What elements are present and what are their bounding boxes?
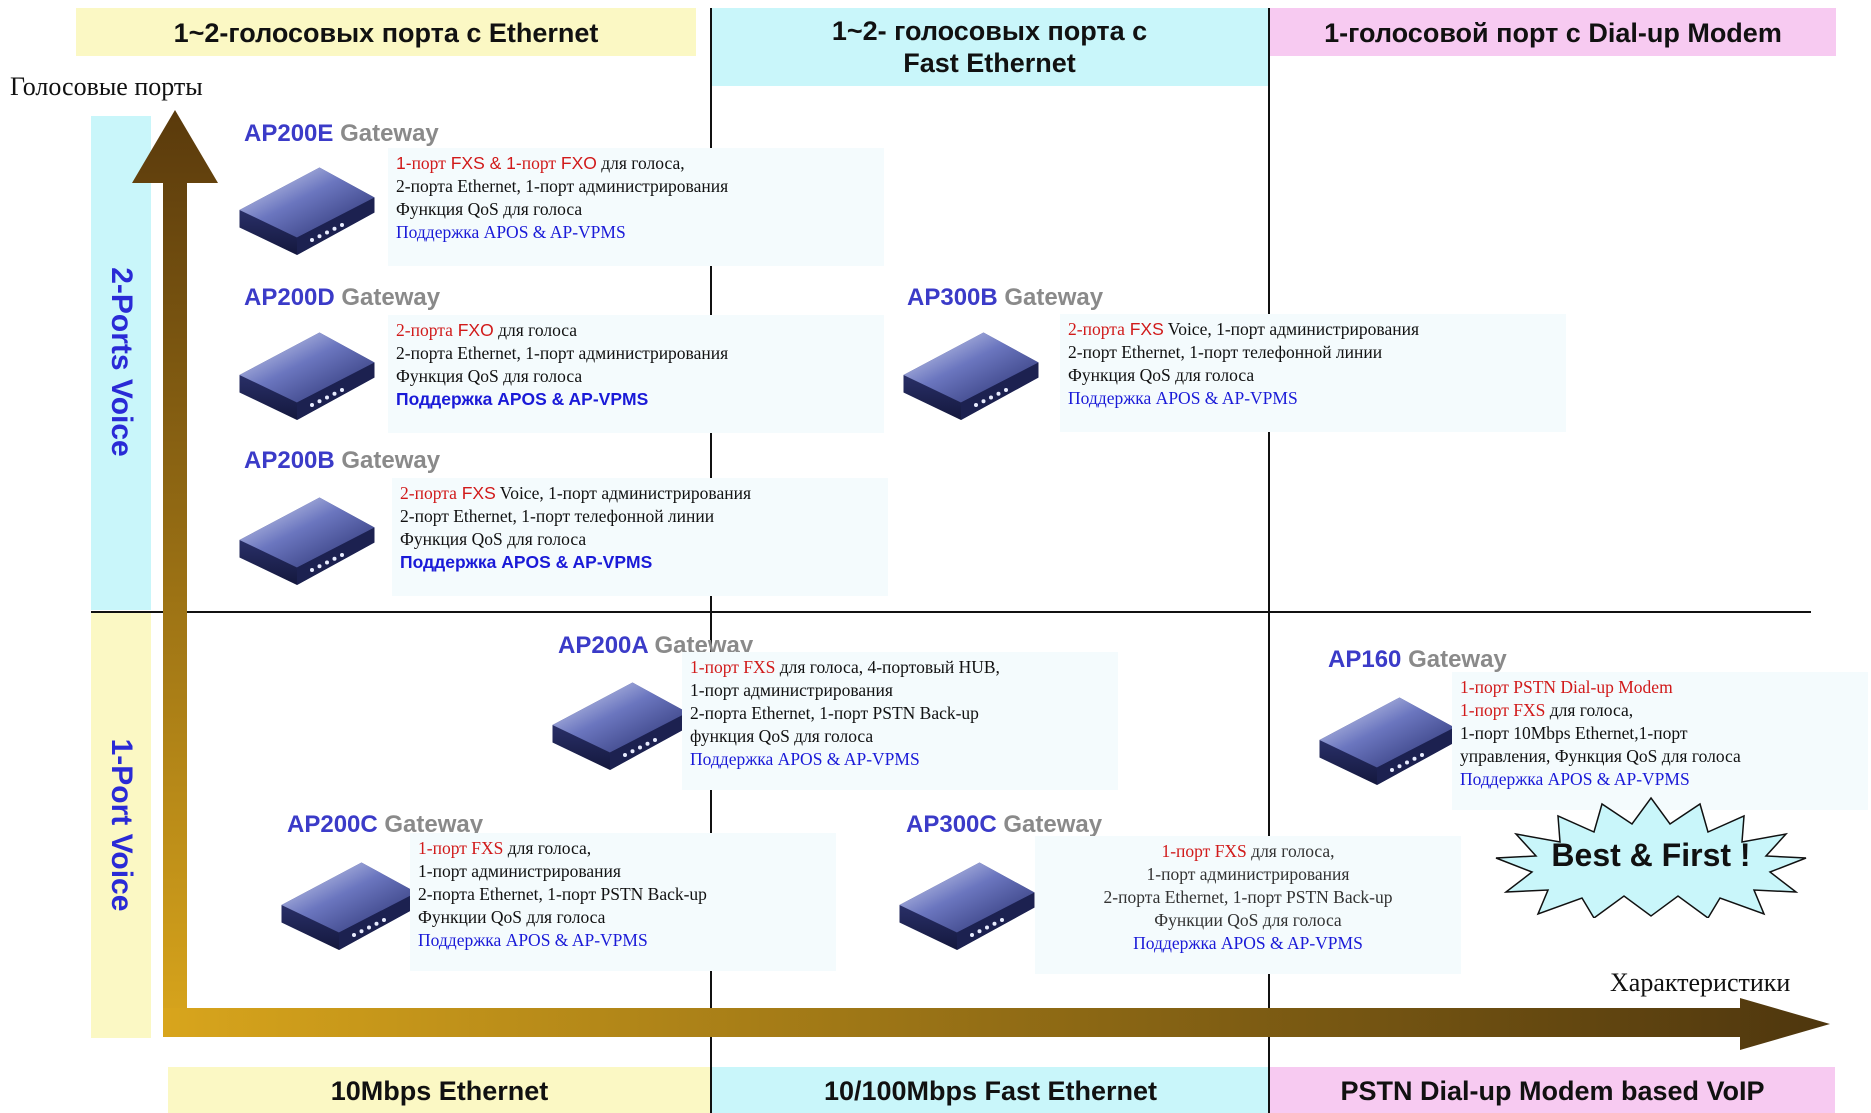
ap200b-description: 2-порта FXS Voice, 1-порт администрирова… [392,478,888,596]
ap200d-title: AP200D Gateway [244,284,440,312]
ap300b-model: AP300B [907,284,998,311]
badge-text: Best & First ! [1551,837,1750,873]
header-band-ethernet [76,8,696,56]
ap160-gateway: Gateway [1408,646,1507,673]
ap200e-title: AP200E Gateway [244,120,439,148]
x-axis-arrow [163,998,1830,1050]
ap300c-gateway: Gateway [1003,811,1103,838]
ap200d-gateway: Gateway [341,284,441,311]
ap200b-title: AP200B Gateway [244,447,440,475]
ap160-description: 1-порт PSTN Dial-up Modem 1-порт FXS для… [1452,672,1868,810]
footer-band-dialup [1270,1067,1835,1113]
footer-col1: 10Mbps Ethernet [330,1076,549,1106]
ap200b-gateway: Gateway [341,447,441,474]
ap200a-description: 1-порт FXS для голоса, 4-портовый HUB, 1… [682,652,1118,790]
header-col2-line1: 1~2- голосовых порта с [831,16,1148,46]
y-axis-arrow [132,110,218,1030]
ap300b-gateway: Gateway [1004,284,1104,311]
header-col2-line2: Fast Ethernet [903,48,1076,78]
badge-starburst [1495,796,1807,918]
header-band-dialup [1270,8,1836,56]
row-band-1-port [91,612,151,1038]
ap300c-title: AP300C Gateway [906,811,1102,839]
ap200d-device-icon [232,325,382,425]
ap160-device-icon [1312,690,1462,790]
divider-horizontal [91,611,1811,613]
x-axis-title: Характеристики [1610,968,1791,997]
ap200a-device-icon [545,675,695,775]
ap200e-device-icon [232,160,382,260]
ap300b-device-icon [896,325,1046,425]
ap200c-model: AP200C [287,811,378,838]
ap200b-model: AP200B [244,447,335,474]
header-col3: 1-голосовой порт с Dial-up Modem [1324,18,1782,48]
ap160-model: AP160 [1328,646,1402,673]
row-band-2-ports [91,116,151,610]
divider-vertical-2 [1268,8,1270,1113]
best-first-badge: Best & First ! [1495,796,1807,918]
ap300b-description: 2-порта FXS Voice, 1-порт администрирова… [1060,314,1566,432]
ap200b-device-icon [232,490,382,590]
ap160-title: AP160 Gateway [1328,646,1507,674]
ap200a-model: AP200A [558,632,648,659]
ap200e-description: 1-порт FXS & 1-порт FXO для голоса, 2-по… [388,148,884,266]
ap200e-gateway: Gateway [340,120,439,147]
ap200c-description: 1-порт FXS для голоса, 1-порт администри… [410,833,836,971]
ap300c-description: 1-порт FXS для голоса, 1-порт администри… [1035,836,1461,974]
header-col1: 1~2-голосовых порта с Ethernet [173,18,599,48]
ap300c-device-icon [892,855,1042,955]
ap300c-model: AP300C [906,811,997,838]
ap200d-description: 2-порта FXO для голоса 2-порта Ethernet,… [388,315,884,433]
footer-col3: PSTN Dial-up Modem based VoIP [1340,1076,1765,1106]
footer-col2: 10/100Mbps Fast Ethernet [823,1076,1158,1106]
ap200c-device-icon [274,855,424,955]
ap200d-model: AP200D [244,284,335,311]
ap200e-model: AP200E [244,120,334,147]
header-col2: 1~2- голосовых порта с Fast Ethernet [711,15,1268,79]
footer-band-fast-ethernet [712,1067,1269,1113]
header-band-fast-ethernet [711,8,1268,86]
y-axis-title: Голосовые порты [10,72,203,101]
ap300b-title: AP300B Gateway [907,284,1103,312]
footer-band-ethernet [168,1067,711,1113]
